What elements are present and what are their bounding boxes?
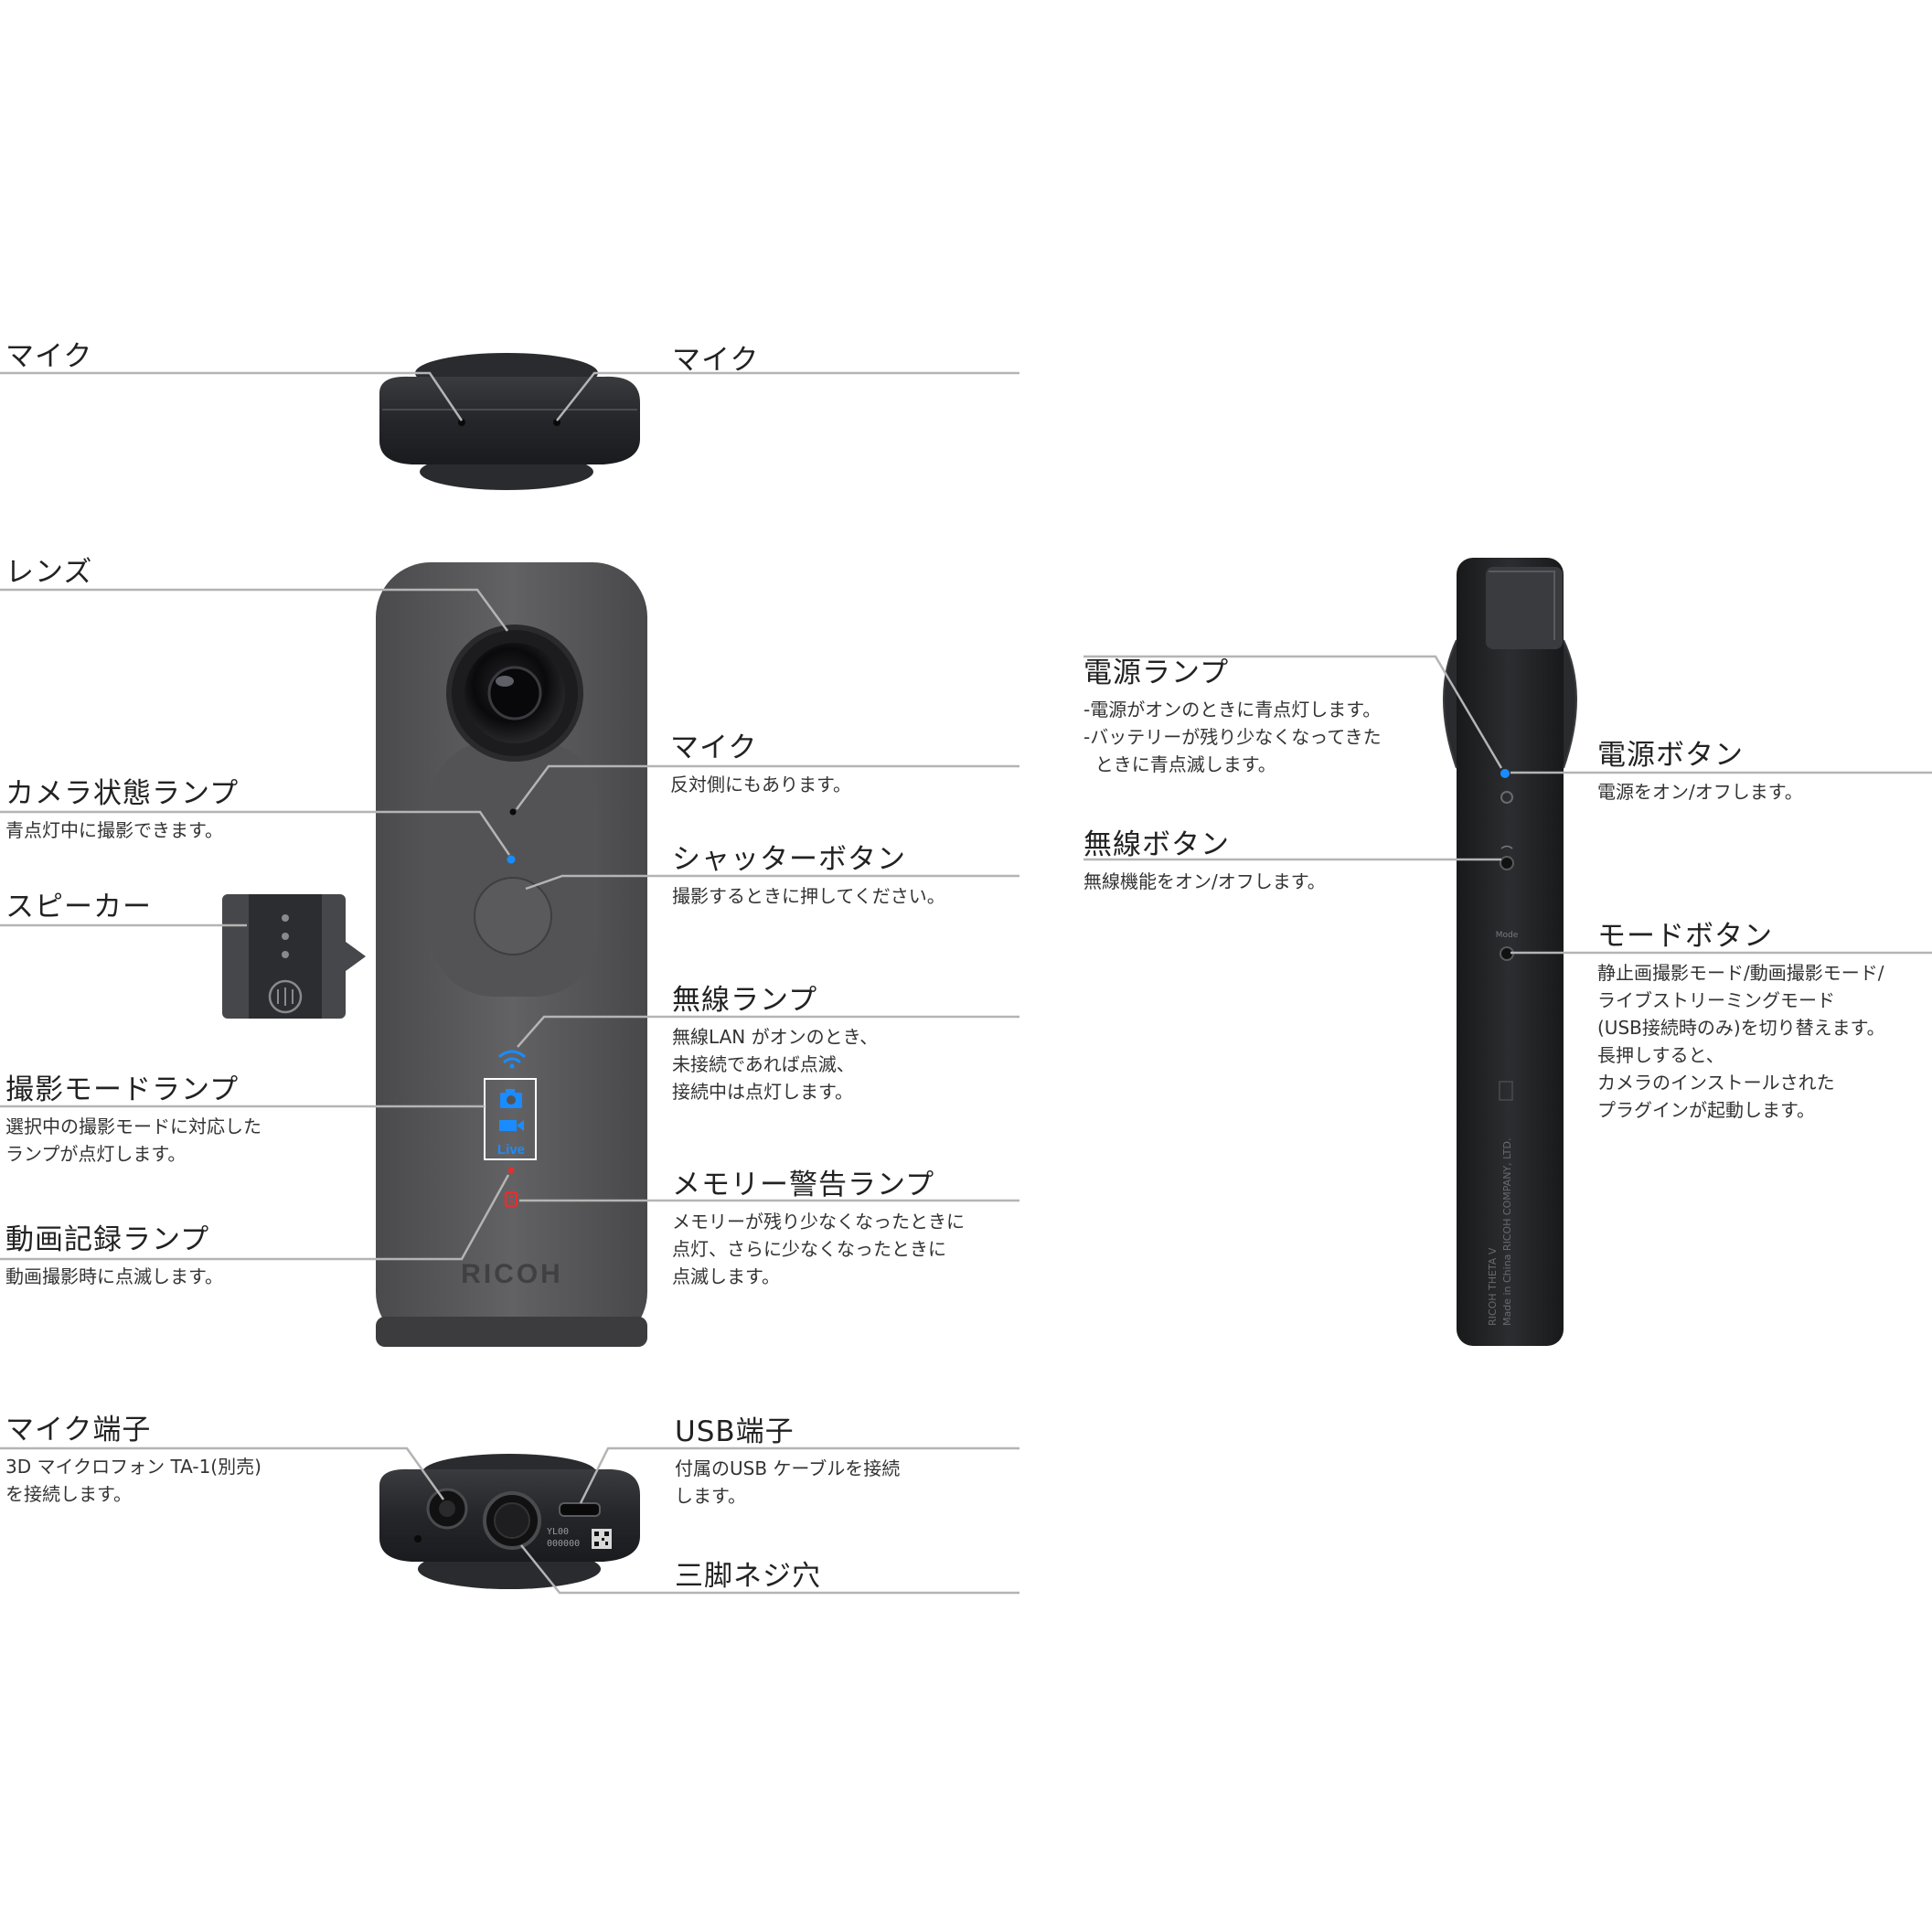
- label-usb-terminal: USB端子 付属のUSB ケーブルを接続 します。: [675, 1408, 900, 1510]
- label-desc: 動画撮影時に点滅します。: [5, 1265, 223, 1287]
- side-model-text: RICOH THETA V: [1487, 1247, 1499, 1326]
- speaker-inset: [222, 894, 366, 1019]
- label-title: カメラ状態ランプ: [5, 777, 240, 810]
- speaker-hole-1: [282, 914, 289, 922]
- label-video-record-lamp: 動画記録ランプ 動画撮影時に点滅します。: [5, 1216, 223, 1290]
- leader-lens: [0, 588, 509, 632]
- label-title: シャッターボタン: [672, 843, 906, 876]
- mic-hole-top-right: [553, 419, 560, 426]
- label-power-lamp: 電源ランプ -電源がオンのときに青点灯します。 -バッテリーが残り少なくなってき…: [1083, 649, 1382, 778]
- label-camera-status-lamp: カメラ状態ランプ 青点灯中に撮影できます。: [5, 770, 239, 844]
- bottom-serial: 000000: [547, 1539, 580, 1549]
- video-mode-icon: [499, 1120, 524, 1131]
- bottom-model-code: YL00: [547, 1527, 569, 1537]
- label-mic-terminal: マイク端子 3D マイクロフォン TA-1(別売) を接続します。: [5, 1406, 262, 1508]
- side-mode-text: Mode: [1496, 931, 1519, 940]
- label-title: 電源ボタン: [1597, 739, 1744, 772]
- label-desc: 静止画撮影モード/動画撮影モード/ ライブストリーミングモード (USB接続時の…: [1597, 962, 1885, 1121]
- label-title: 電源ランプ: [1083, 656, 1230, 689]
- label-mic-top-right: マイク: [672, 336, 759, 378]
- label-desc: 付属のUSB ケーブルを接続 します。: [675, 1457, 901, 1507]
- front-center-recess: [430, 741, 599, 997]
- shooting-mode-lamp-box: [484, 1078, 537, 1160]
- label-title: マイク端子: [5, 1414, 152, 1446]
- shutter-button-graphic: [474, 877, 552, 955]
- label-mic-top-left: マイク: [5, 333, 92, 374]
- wireless-button-graphic: [1500, 856, 1514, 870]
- label-wireless-button: 無線ボタン 無線機能をオン/オフします。: [1083, 821, 1326, 895]
- side-maker-text: Made in China RICOH COMPANY, LTD.: [1501, 1138, 1513, 1326]
- camera-front-view: Live RICOH: [376, 562, 647, 1347]
- label-mic-front: マイク 反対側にもあります。: [670, 724, 851, 798]
- label-title: 動画記録ランプ: [5, 1223, 210, 1256]
- label-wireless-lamp: 無線ランプ 無線LAN がオンのとき、 未接続であれば点滅、 接続中は点灯します…: [672, 977, 878, 1105]
- leader-wireless-lamp: [517, 1015, 1019, 1048]
- label-desc: 無線LAN がオンのとき、 未接続であれば点滅、 接続中は点灯します。: [672, 1026, 879, 1103]
- leader-video-record-lamp: [0, 1174, 510, 1261]
- label-title: レンズ: [5, 556, 93, 589]
- leader-lines: [0, 371, 1932, 1595]
- label-desc: メモリーが残り少なくなったときに 点灯、さらに少なくなったときに 点滅します。: [672, 1211, 965, 1287]
- mic-hole-top-left: [458, 419, 465, 426]
- label-title: 無線ボタン: [1083, 828, 1230, 861]
- label-desc: -電源がオンのときに青点灯します。 -バッテリーが残り少なくなってきた ときに青…: [1083, 699, 1382, 775]
- memory-warning-lamp-icon: [504, 1190, 518, 1208]
- label-desc: 選択中の撮影モードに対応した ランプが点灯します。: [5, 1115, 262, 1165]
- label-desc: 無線機能をオン/オフします。: [1083, 870, 1326, 892]
- leader-camera-status-lamp: [0, 810, 511, 856]
- label-title: マイク: [670, 731, 758, 764]
- wireless-lamp-icon: [498, 1050, 526, 1063]
- leader-usb-terminal: [579, 1446, 1019, 1504]
- label-lens: レンズ: [5, 549, 92, 590]
- speaker-hole-3: [282, 951, 289, 958]
- label-shooting-mode-lamp: 撮影モードランプ 選択中の撮影モードに対応した ランプが点灯します。: [5, 1066, 262, 1168]
- camera-bottom-view: YL00 000000: [379, 1454, 640, 1589]
- tripod-symbol-icon: [268, 979, 303, 1014]
- label-mode-button: モードボタン 静止画撮影モード/動画撮影モード/ ライブストリーミングモード (…: [1597, 913, 1885, 1124]
- label-desc: 反対側にもあります。: [670, 774, 851, 795]
- leader-power-lamp: [1083, 655, 1503, 769]
- camera-side-view: Mode RICOH THETA V Made in China RICOH C…: [1443, 558, 1577, 1346]
- still-mode-icon: [500, 1089, 522, 1108]
- label-title: 撮影モードランプ: [5, 1073, 240, 1106]
- label-speaker: スピーカー: [5, 883, 152, 924]
- label-desc: 撮影するときに押してください。: [672, 885, 945, 907]
- camera-status-lamp-dot: [507, 855, 516, 864]
- leader-shutter-button: [525, 874, 1019, 891]
- label-memory-warning-lamp: メモリー警告ランプ メモリーが残り少なくなったときに 点灯、さらに少なくなったと…: [672, 1161, 965, 1290]
- leader-mic-front: [515, 764, 1019, 810]
- label-title: モードボタン: [1597, 920, 1773, 953]
- leader-mic-terminal: [0, 1446, 445, 1500]
- live-mode-label: Live: [497, 1142, 525, 1158]
- bottom-small-hole: [414, 1535, 422, 1542]
- label-power-button: 電源ボタン 電源をオン/オフします。: [1597, 731, 1803, 806]
- leader-mic-top-right: [556, 371, 1019, 422]
- label-title: マイク: [672, 344, 760, 377]
- leader-mic-top-left: [0, 371, 464, 422]
- label-desc: 電源をオン/オフします。: [1597, 781, 1803, 803]
- label-tripod-hole: 三脚ネジ穴: [675, 1553, 821, 1594]
- label-title: メモリー警告ランプ: [672, 1169, 935, 1201]
- label-desc: 青点灯中に撮影できます。: [5, 819, 223, 841]
- video-record-lamp-dot: [507, 1167, 515, 1174]
- power-lamp-dot: [1500, 769, 1510, 778]
- label-title: 無線ランプ: [672, 984, 818, 1017]
- label-desc: 3D マイクロフォン TA-1(別売) を接続します。: [5, 1456, 262, 1505]
- mic-hole-front: [509, 808, 517, 816]
- speaker-hole-2: [282, 933, 289, 940]
- label-title: マイク: [5, 340, 93, 373]
- label-title: スピーカー: [5, 891, 152, 923]
- label-title: USB端子: [675, 1415, 795, 1448]
- usb-terminal-graphic: [559, 1502, 601, 1517]
- label-title: 三脚ネジ穴: [675, 1560, 821, 1593]
- label-shutter-button: シャッターボタン 撮影するときに押してください。: [672, 836, 945, 910]
- leader-tripod-hole: [520, 1544, 1019, 1595]
- brand-logo: RICOH: [461, 1259, 563, 1289]
- power-button-graphic: [1500, 791, 1513, 804]
